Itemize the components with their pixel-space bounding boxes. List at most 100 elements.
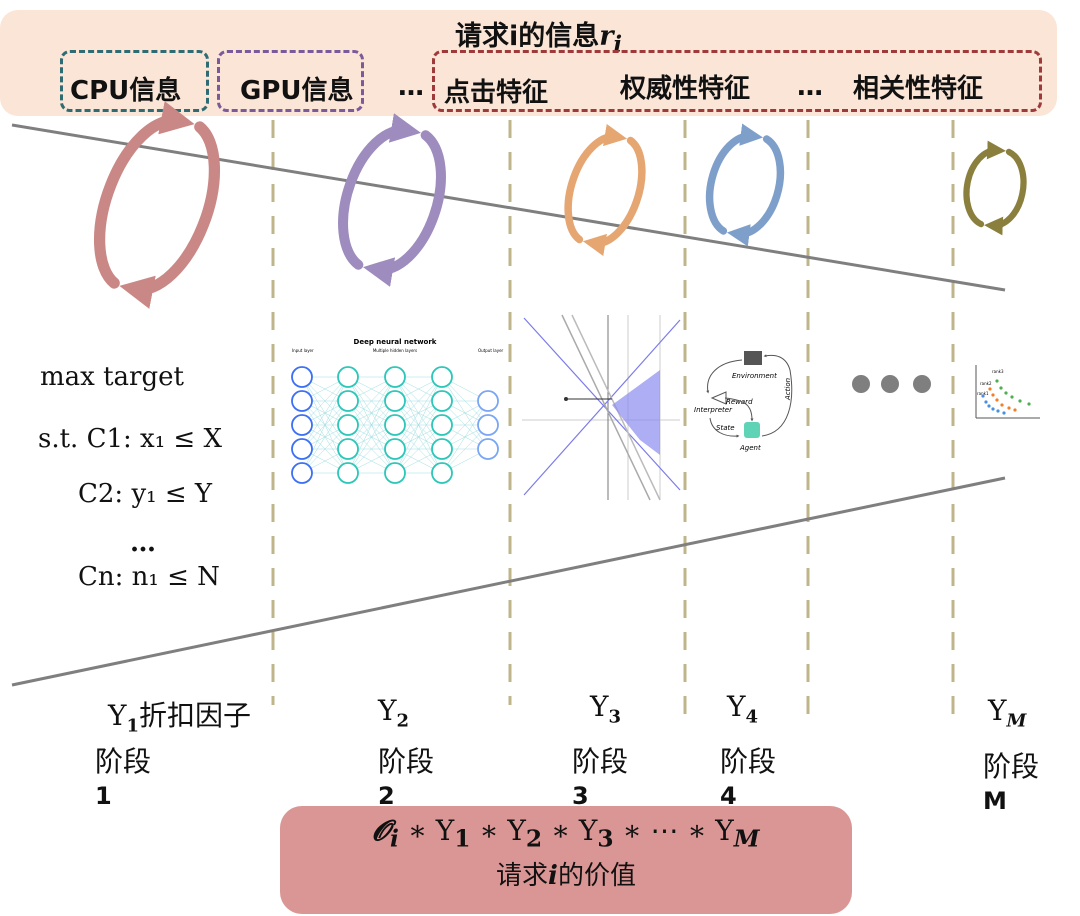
dnn-hidden-label: Multiple hidden layers bbox=[373, 348, 417, 353]
dnn-node bbox=[337, 414, 359, 436]
scatter-point bbox=[1000, 403, 1004, 407]
dnn-edge bbox=[347, 376, 396, 450]
dnn-node bbox=[291, 390, 313, 412]
dnn-output-label: Output layer bbox=[478, 348, 504, 353]
dnn-node bbox=[337, 462, 359, 484]
dnn-edge bbox=[301, 376, 349, 426]
dnn-node bbox=[291, 414, 313, 436]
dnn-node bbox=[477, 390, 499, 412]
linear-programming-plot bbox=[522, 314, 681, 501]
scatter-point bbox=[996, 409, 1000, 413]
svg-text:Interpreter: Interpreter bbox=[694, 406, 733, 414]
cycle-arrow-icon bbox=[338, 113, 446, 287]
dnn-node bbox=[384, 390, 406, 412]
stage-2-factor: Y2 bbox=[378, 694, 410, 732]
dnn-node bbox=[431, 438, 453, 460]
stage-3-factor: Y3 bbox=[590, 690, 622, 728]
dnn-node bbox=[337, 438, 359, 460]
dnn-node bbox=[431, 390, 453, 412]
dnn-node bbox=[384, 438, 406, 460]
scatter-point bbox=[988, 387, 992, 391]
dnn-edge bbox=[347, 424, 396, 474]
dnn-title: Deep neural network bbox=[354, 338, 437, 346]
stage-m-factor: YM bbox=[988, 694, 1027, 732]
stage-2-label: 阶段 bbox=[378, 745, 435, 778]
dnn-node bbox=[431, 462, 453, 484]
dnn-edge bbox=[441, 400, 489, 474]
dnn-node bbox=[337, 390, 359, 412]
cycle-arrow-icon bbox=[963, 140, 1027, 236]
dnn-node bbox=[477, 414, 499, 436]
click-feature-label: 点击特征 bbox=[444, 78, 549, 108]
relevance-feature-label: 相关性特征 bbox=[853, 74, 984, 104]
scatter-point bbox=[1004, 391, 1008, 395]
objective: max target bbox=[40, 362, 184, 392]
svg-text:rank2: rank2 bbox=[980, 381, 992, 386]
dnn-edge bbox=[347, 400, 396, 474]
stage-m-label: 阶段 bbox=[983, 750, 1040, 783]
svg-text:rank3: rank3 bbox=[992, 369, 1004, 374]
dnn-node bbox=[477, 438, 499, 460]
scatter-point bbox=[995, 379, 999, 383]
feature-box bbox=[432, 50, 1042, 112]
value-caption: 请求i的价值 bbox=[496, 860, 636, 891]
stage-m-number: M bbox=[983, 787, 1007, 815]
dnn-node bbox=[291, 462, 313, 484]
dnn-edge bbox=[301, 400, 349, 474]
constraint-n: Cn: n₁ ≤ N bbox=[78, 562, 220, 592]
stage-4-label: 阶段 bbox=[720, 745, 777, 778]
ellipsis: … bbox=[398, 72, 424, 102]
dnn-edge bbox=[394, 400, 443, 474]
scatter-point bbox=[1007, 406, 1011, 410]
dnn-node bbox=[291, 366, 313, 388]
constraint-2: C2: y₁ ≤ Y bbox=[78, 479, 213, 509]
svg-text:Environment: Environment bbox=[732, 372, 777, 380]
scatter-point bbox=[991, 407, 995, 411]
dnn-input-label: Input layer bbox=[292, 348, 314, 353]
dnn-edge bbox=[394, 424, 443, 474]
value-formula: 𝓞i ∗ Y1 ∗ Y2 ∗ Y3 ∗ ⋯ ∗ YM bbox=[372, 814, 760, 853]
scatter-point bbox=[995, 398, 999, 402]
cycle-arrow-icon bbox=[705, 123, 785, 247]
deep-neural-network-image: Deep neural network Input layer Multiple… bbox=[291, 338, 504, 484]
cycle-arrow-icon bbox=[93, 101, 221, 309]
request-info-banner bbox=[0, 10, 1057, 116]
dnn-edge bbox=[441, 424, 489, 474]
request-value-box: 𝓞i ∗ Y1 ∗ Y2 ∗ Y3 ∗ ⋯ ∗ YM 请求i的价值 bbox=[280, 806, 852, 914]
ellipsis: … bbox=[797, 72, 823, 102]
scatter-point bbox=[1027, 402, 1031, 406]
scatter-point bbox=[984, 400, 988, 404]
constraint-1: s.t. C1: x₁ ≤ X bbox=[38, 424, 222, 454]
dnn-edge bbox=[301, 424, 349, 474]
svg-text:Action: Action bbox=[784, 378, 792, 401]
dnn-node bbox=[337, 366, 359, 388]
dnn-edge bbox=[301, 376, 349, 450]
reinforcement-learning-image: Environment Interpreter Reward State Age… bbox=[694, 351, 793, 452]
dnn-node bbox=[431, 414, 453, 436]
stage-4-number: 4 bbox=[720, 782, 737, 810]
dnn-node bbox=[384, 462, 406, 484]
dnn-edge bbox=[394, 376, 443, 426]
cpu-info-label: CPU信息 bbox=[70, 76, 182, 106]
funnel-top-line bbox=[11, 123, 1006, 292]
dnn-edge bbox=[394, 376, 443, 450]
authority-feature-label: 权威性特征 bbox=[620, 74, 751, 104]
dnn-edge bbox=[301, 376, 349, 474]
dnn-edge bbox=[347, 376, 396, 426]
scatter-point bbox=[987, 404, 991, 408]
svg-text:Agent: Agent bbox=[739, 444, 761, 452]
svg-text:rank1: rank1 bbox=[977, 391, 989, 396]
dnn-node bbox=[291, 438, 313, 460]
dnn-node bbox=[431, 366, 453, 388]
ellipsis-dots bbox=[852, 375, 931, 393]
dnn-node bbox=[384, 414, 406, 436]
constraint-ellipsis: … bbox=[130, 528, 156, 558]
scatter-point bbox=[1018, 399, 1022, 403]
cpu-info-box bbox=[60, 50, 209, 112]
gpu-info-label: GPU信息 bbox=[240, 76, 354, 106]
cycle-arrow-icon bbox=[564, 123, 646, 257]
scatter-point bbox=[1010, 395, 1014, 399]
scatter-point bbox=[1002, 411, 1006, 415]
